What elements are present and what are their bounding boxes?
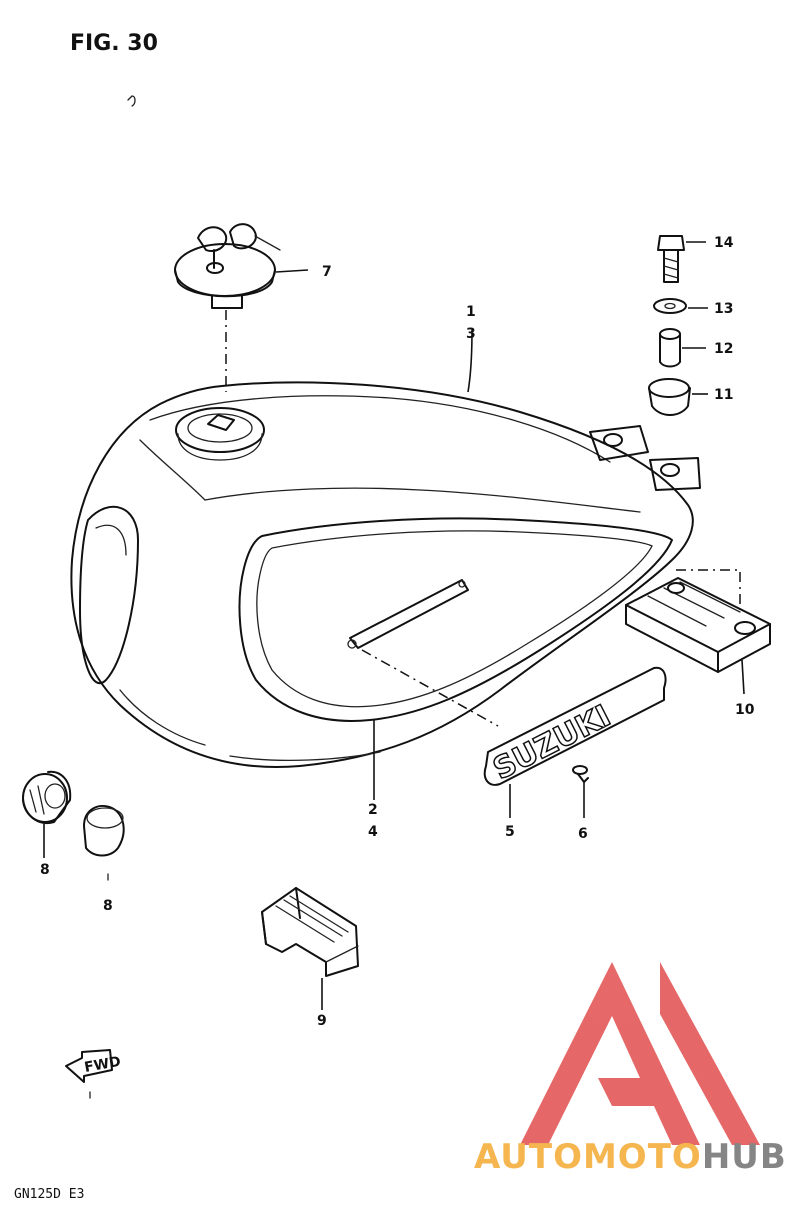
callout-5: 5 <box>505 824 515 840</box>
svg-text:AUTOMOTOHUB: AUTOMOTOHUB <box>474 1137 787 1177</box>
automotohub-watermark: AUTOMOTOHUB <box>474 962 787 1177</box>
watermark-text-automoto: AUTOMOTO <box>474 1137 702 1177</box>
watermark-text-hub: HUB <box>702 1137 787 1177</box>
damper-rubber-left-illustration <box>22 770 72 824</box>
collar-illustration <box>659 328 681 368</box>
model-code: GN125D E3 <box>14 1187 84 1202</box>
emblem-screw-illustration <box>572 765 589 783</box>
watermark-logo-mark <box>520 962 700 1145</box>
fuel-tank-illustration <box>70 381 701 769</box>
grommet-illustration <box>648 378 691 416</box>
emblem-guide-line <box>361 649 499 727</box>
leader-1-3 <box>467 329 473 393</box>
suzuki-emblem-illustration: SUZUKI <box>483 666 667 788</box>
callout-9: 9 <box>317 1013 327 1029</box>
forward-direction-arrow: FWD <box>65 1049 122 1083</box>
fwd-arrow-text: FWD <box>83 1054 122 1076</box>
callout-1: 1 <box>466 304 476 320</box>
callout-8-right: 8 <box>103 898 113 914</box>
washer-illustration <box>653 298 687 314</box>
leader-7 <box>275 269 309 273</box>
rear-cushion-illustration <box>261 887 359 977</box>
figure-title: FIG. 30 <box>70 31 158 56</box>
callout-6: 6 <box>578 826 588 842</box>
callout-4: 4 <box>368 824 378 840</box>
callout-7: 7 <box>322 264 332 280</box>
cushion-guide-line <box>676 569 741 610</box>
leader-10 <box>741 659 745 695</box>
callout-8-left: 8 <box>40 862 50 878</box>
callout-14: 14 <box>714 235 734 251</box>
tank-cushion-illustration <box>625 577 771 673</box>
callout-12: 12 <box>714 341 733 357</box>
watermark-logo-stroke <box>660 962 760 1145</box>
callout-10: 10 <box>735 702 755 718</box>
callout-2: 2 <box>368 802 378 818</box>
corner-mark <box>127 95 136 107</box>
bolt-illustration <box>657 235 685 283</box>
callout-3: 3 <box>466 326 476 342</box>
fuel-cap-illustration <box>174 223 281 309</box>
damper-rubber-right-illustration <box>83 805 125 857</box>
callout-13: 13 <box>714 301 733 317</box>
callout-11: 11 <box>714 387 733 403</box>
